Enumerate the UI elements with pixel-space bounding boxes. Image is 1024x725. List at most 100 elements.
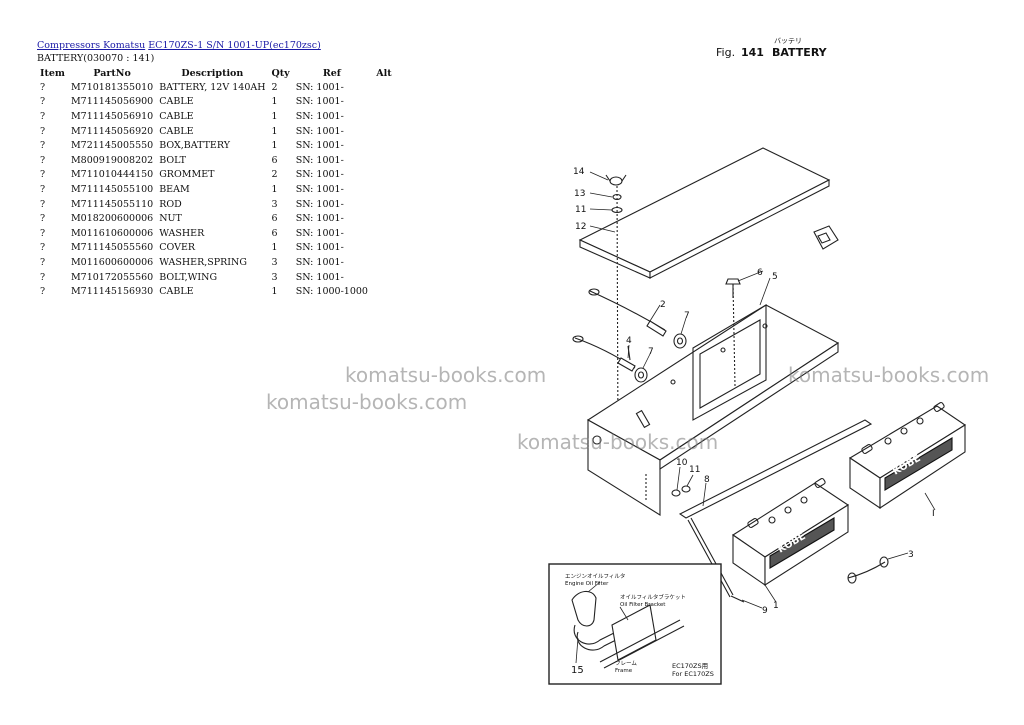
cell-item: ? [40,183,46,195]
cell-alt [371,153,397,168]
battery-part [848,402,967,510]
cell-alt [371,241,397,256]
page-subtitle: BATTERY(030070 : 141) [37,53,155,64]
cell-partno: M711145055110 [70,198,154,210]
cell-partno: M721145005550 [70,140,154,152]
cell-ref: SN: 1001- [295,227,344,239]
cell-alt [371,168,397,183]
cell-description: BEAM [159,183,190,195]
cell-ref: SN: 1001- [295,96,344,108]
cell-description: NUT [159,213,182,225]
breadcrumb: Compressors Komatsu EC170ZS-1 S/N 1001-U… [37,40,321,51]
cell-qty: 6 [271,227,278,239]
cell-ref: SN: 1001- [295,154,344,166]
cell-description: WASHER [159,227,205,239]
inset-label-engine-oil-filter-jp: エンジンオイルフィルタ [565,572,625,580]
cell-item: ? [40,169,46,181]
cell-description: CABLE [159,125,194,137]
breadcrumb-link-model[interactable]: EC170ZS-1 S/N 1001-UP(ec170zsc) [148,40,321,51]
grommet-part [634,333,687,383]
cell-description: ROD [159,198,182,210]
cell-alt [371,80,397,95]
cell-description: BATTERY, 12V 140AH [159,81,266,93]
header-ref: Ref [322,67,341,79]
cell-description: BOLT,WING [159,271,218,283]
watermark: komatsu-books.com [266,390,468,414]
cell-qty: 1 [271,286,278,298]
callout-5: 5 [772,272,778,282]
cell-alt [371,284,397,299]
cell-partno: M711010444150 [70,169,154,181]
cell-alt [371,197,397,212]
cell-partno: M710181355010 [70,81,154,93]
beam-part [678,419,873,519]
cell-alt [371,211,397,226]
cell-item: ? [40,140,46,152]
inset-label-model-jp: EC170ZS用 [672,662,708,670]
cell-alt [371,270,397,285]
parts-table: Item PartNo Description Qty Ref Alt ?M71… [37,66,397,299]
cell-ref: SN: 1001- [295,110,344,122]
cell-qty: 3 [271,256,278,268]
callout-11: 11 [689,465,700,475]
callout-12: 12 [575,222,586,232]
callout-6: 6 [757,268,763,278]
callout-3: 3 [908,550,914,560]
breadcrumb-link-compressors[interactable]: Compressors Komatsu [37,40,146,51]
cell-description: GROMMET [159,169,215,181]
cell-qty: 3 [271,271,278,283]
callout-1: 1 [773,601,779,611]
callout-2: 2 [660,300,666,310]
header-description: Description [181,67,244,79]
cell-alt [371,95,397,110]
inset-label-frame-jp: フレーム [615,660,637,667]
inset-label-engine-oil-filter: Engine Oil Filter [565,581,609,587]
cell-ref: SN: 1001- [295,125,344,137]
callout-4: 4 [626,336,632,346]
cell-qty: 2 [271,169,278,181]
watermark: komatsu-books.com [345,363,547,387]
cell-qty: 1 [271,110,278,122]
cell-item: ? [40,96,46,108]
cell-description: COVER [159,242,196,254]
cell-qty: 2 [271,81,278,93]
cell-qty: 6 [271,154,278,166]
cell-alt [371,109,397,124]
header-alt: Alt [376,67,392,79]
cell-alt [371,255,397,270]
cell-partno: M011610600006 [70,227,154,239]
cell-partno: M711145056910 [70,110,154,122]
bracket-part [813,225,839,250]
fig-title-kana: バッテリ [774,37,802,45]
battery-cover-part [578,147,831,279]
cell-qty: 3 [271,198,278,210]
cell-alt [371,138,397,153]
cell-description: BOLT [159,154,187,166]
cell-qty: 1 [271,125,278,137]
cell-qty: 1 [271,183,278,195]
callout-14: 14 [573,167,585,177]
callout-8: 8 [704,475,710,485]
callout-13: 13 [574,189,585,199]
header-qty: Qty [271,67,290,79]
cable-part [847,556,889,584]
table-header-row: Item PartNo Description Qty Ref Alt [37,66,397,80]
cell-item: ? [40,198,46,210]
cell-partno: M711145056900 [70,96,154,108]
cell-ref: SN: 1001- [295,198,344,210]
battery-box-part [586,283,840,516]
callout-9: 9 [762,606,768,616]
cell-qty: 1 [271,96,278,108]
battery-exploded-diagram: Fig. 141 BATTERY バッテリ [548,37,967,685]
wing-bolt-part [605,174,627,441]
callout-10: 10 [676,458,688,468]
cell-item: ? [40,110,46,122]
